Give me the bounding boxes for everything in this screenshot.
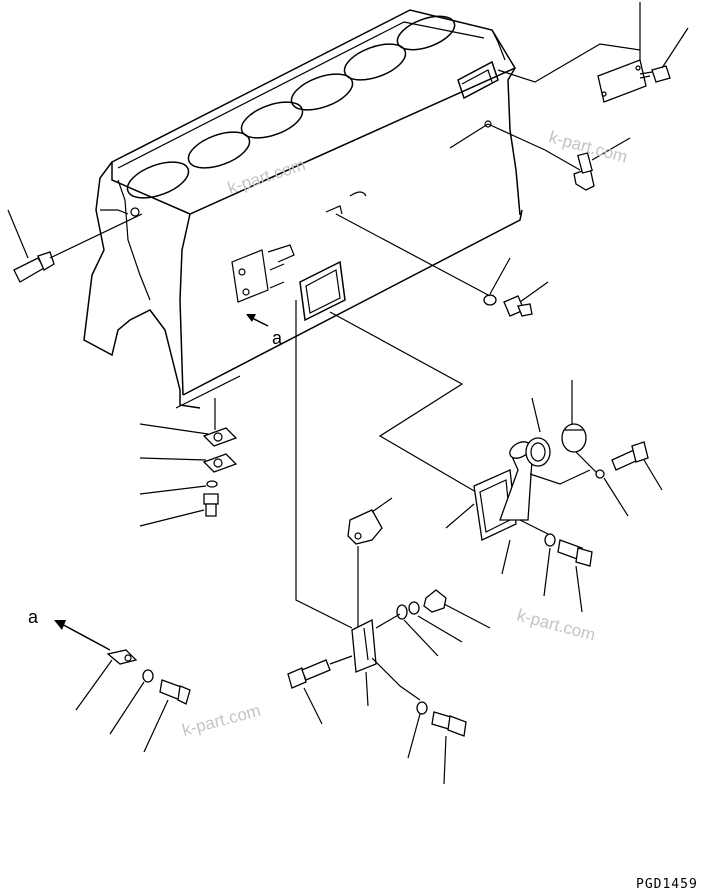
watermark-3: k-part.com: [515, 606, 597, 645]
lock-washer: [206, 480, 218, 488]
watermark-1: k-part.com: [225, 155, 307, 198]
support-bracket: [347, 509, 383, 545]
cover-bolt: [639, 65, 671, 83]
view-label: a: [272, 328, 283, 348]
cap-chain-clip: [595, 469, 605, 479]
plain-washer: [396, 604, 408, 620]
filler-bolt-2: [557, 539, 593, 567]
cylinder-block: [83, 9, 523, 409]
view-arrow: a: [246, 314, 283, 348]
blank-cover-plate: [597, 59, 647, 103]
watermark-4: k-part.com: [180, 701, 262, 740]
clip-washer: [142, 669, 154, 683]
detail-arrow: a: [28, 607, 111, 651]
spring-washer: [408, 601, 420, 615]
filler-cap: [561, 423, 597, 473]
filler-cap-seal: [525, 437, 551, 467]
drawing-code: PGD1459: [636, 877, 698, 892]
clip-bolt: [159, 679, 191, 705]
bracket-plate: [351, 618, 377, 673]
clip: [106, 649, 138, 665]
bracket-bolt-right: [431, 711, 467, 737]
bracket-bolt-left: [287, 659, 331, 689]
filler-washer: [544, 533, 556, 547]
filler-bolt-1: [611, 441, 649, 471]
mounting-bolt: [203, 493, 219, 517]
oil-filler-tube: [473, 441, 533, 541]
detail-label: a: [28, 607, 39, 627]
elbow-fitting: [573, 152, 595, 191]
drain-plug: [13, 251, 55, 283]
bracket-washer: [416, 701, 428, 715]
flange-gasket-2: [202, 453, 238, 473]
pressure-switch: [483, 294, 533, 317]
flange-gasket-1: [202, 427, 238, 447]
nut: [423, 589, 447, 613]
